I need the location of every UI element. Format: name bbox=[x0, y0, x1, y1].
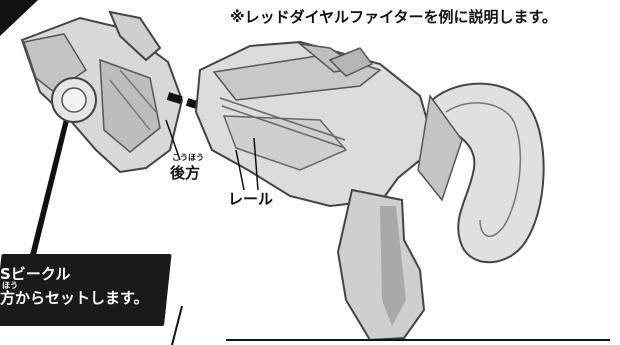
dial-fighter-vehicle bbox=[20, 10, 184, 174]
corner-wedge bbox=[0, 0, 38, 36]
rail-leader-line-2 bbox=[253, 137, 259, 191]
gun-blaster bbox=[194, 40, 545, 342]
callout-line-2: 方からセットします。 bbox=[0, 289, 149, 307]
rail-label: レール bbox=[228, 190, 274, 208]
diagonal-line bbox=[30, 92, 76, 255]
rear-ruby: こうほう bbox=[172, 153, 204, 162]
callout-ruby: ほう bbox=[2, 281, 18, 290]
callout-text: Sビークル 方からセットします。 bbox=[0, 262, 170, 310]
callout-tail bbox=[171, 305, 183, 345]
callout-line-1: Sビークル bbox=[0, 265, 71, 283]
rail-leader-line bbox=[235, 149, 245, 191]
instruction-note: ※レッドダイヤルファイターを例に説明します。 bbox=[230, 8, 558, 26]
rear-label: 後方 bbox=[170, 164, 201, 182]
rear-leader-line bbox=[165, 119, 181, 161]
